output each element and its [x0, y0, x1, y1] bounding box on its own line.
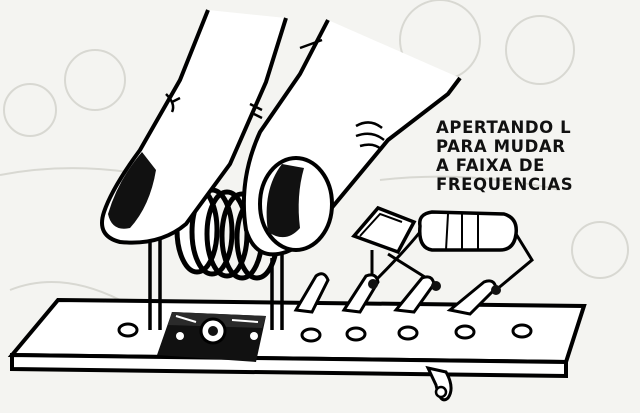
trimmer-capacitor: [157, 312, 266, 362]
caption-line-4: FREQUENCIAS: [436, 175, 574, 194]
resistor: [370, 210, 534, 292]
caption-line-1: APERTANDO L: [436, 118, 572, 137]
board-hole: [511, 323, 533, 339]
board-hole: [454, 324, 476, 340]
left-finger: [100, 9, 288, 245]
board-holes: [117, 322, 533, 343]
board-hole: [117, 322, 139, 338]
ceramic-capacitor: [351, 205, 437, 286]
caption-line-3: A FAIXA DE: [436, 156, 546, 175]
terminal-board: [7, 297, 587, 379]
caption: APERTANDO L PARA MUDAR A FAIXA DE FREQUE…: [436, 118, 626, 194]
background-texture: [0, 0, 629, 301]
solder-lugs: [293, 272, 501, 316]
board-hole: [300, 327, 322, 343]
board-hole: [397, 325, 419, 341]
right-finger: [241, 19, 462, 257]
board-hole: [345, 326, 367, 342]
caption-line-2: PARA MUDAR: [436, 137, 566, 156]
mounting-lug: [425, 365, 453, 402]
solder-lug: [293, 272, 330, 314]
